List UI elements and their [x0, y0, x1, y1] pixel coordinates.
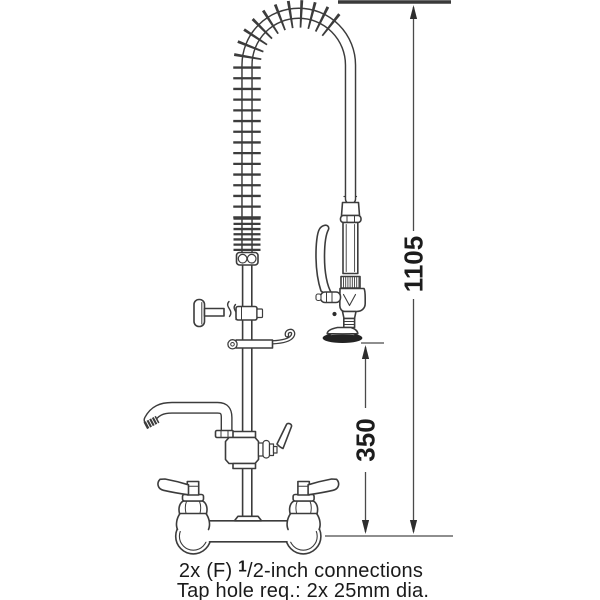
- tee-block: [224, 436, 260, 465]
- bracket-arm: [203, 307, 225, 317]
- lever-pivot-flange: [315, 291, 342, 304]
- nozzle-neck: [341, 310, 357, 320]
- coupling-nut: [339, 214, 362, 224]
- left-handle-assembly: [157, 478, 211, 534]
- arrow-down-icon: [361, 520, 370, 534]
- addon-valve-lever: [276, 422, 293, 450]
- wall-flange: [193, 298, 206, 328]
- break-symbol: [226, 300, 232, 318]
- spray-hose: [233, 0, 358, 266]
- valve-bonnet: [257, 439, 278, 459]
- faucet-assembly: [143, 0, 366, 555]
- addon-swing-spout: [143, 401, 235, 439]
- knurled-grip: [340, 275, 361, 289]
- hose-coupling: [340, 201, 361, 217]
- spout-nut: [214, 429, 235, 439]
- mixer-body: [157, 478, 340, 555]
- dimension-1105: 1105: [399, 5, 429, 534]
- riser-pipe: [241, 261, 253, 519]
- hose-ferrule: [235, 251, 259, 266]
- tee-body: [224, 422, 293, 470]
- left-lever-handle: [157, 478, 190, 496]
- squeeze-lever: [315, 224, 334, 298]
- right-handle-assembly: [286, 478, 340, 534]
- hook-screw: [227, 339, 238, 350]
- hose-tube: [241, 7, 357, 260]
- dimension-1105-label: 1105: [399, 236, 429, 292]
- riser-union: [233, 515, 263, 522]
- valve-body-tube: [342, 221, 359, 275]
- aerator-tip: [143, 415, 160, 430]
- bonnet-hex: [288, 500, 319, 515]
- arrow-down-icon: [409, 520, 418, 534]
- right-lever-handle: [307, 478, 340, 496]
- riser-clamp: [235, 305, 258, 321]
- arrow-up-icon: [409, 5, 418, 19]
- dimension-350-label: 350: [351, 418, 381, 461]
- notes: 2x (F) 1/2-inch connections Tap hole req…: [177, 559, 429, 600]
- wall-hook: [227, 328, 296, 350]
- wall-bracket: [193, 298, 264, 328]
- spray-face: [322, 332, 363, 343]
- bonnet-hex: [178, 500, 208, 515]
- spray-valve: [315, 201, 366, 343]
- dimension-layer: 1105 350: [325, 0, 453, 537]
- note-line-1: 2x (F) 1/2-inch connections: [179, 559, 423, 583]
- note-line-2: Tap hole req.: 2x 25mm dia.: [177, 580, 429, 600]
- spray-cup: [326, 326, 359, 335]
- spring-guard-coils: [233, 0, 343, 219]
- arrow-up-icon: [361, 345, 370, 359]
- pivot-pin: [332, 311, 337, 317]
- clamp-screw: [256, 308, 264, 319]
- hook-bar: [235, 339, 274, 349]
- dimension-350: 350: [351, 345, 381, 534]
